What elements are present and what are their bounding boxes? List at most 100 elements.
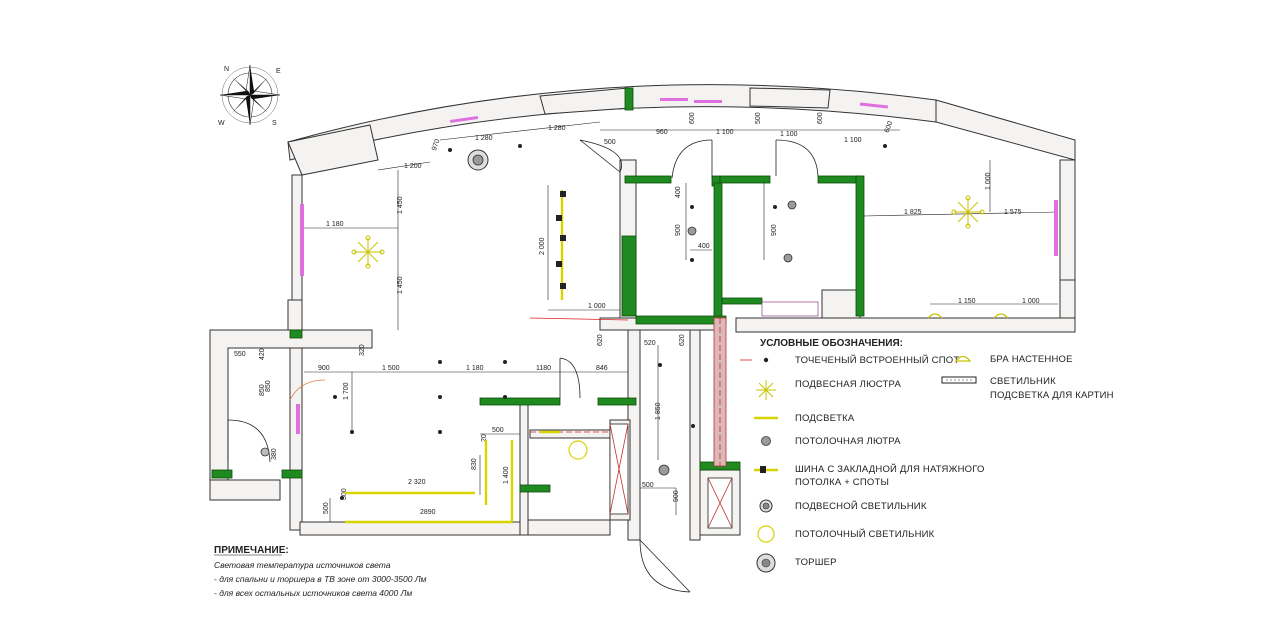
dimension-label: 500 bbox=[323, 502, 330, 514]
track-rail-icon bbox=[754, 466, 778, 473]
legend-item-label: БРА НАСТЕННОЕ bbox=[990, 354, 1073, 365]
wall-sconces bbox=[927, 313, 1009, 319]
legend-item-label: ШИНА С ЗАКЛАДНОЙ ДЛЯ НАТЯЖНОГО bbox=[795, 463, 985, 475]
dimension-label: 850 bbox=[259, 384, 266, 396]
compass-label-s: S bbox=[272, 120, 277, 127]
dimension-label: 846 bbox=[596, 365, 608, 372]
dimension-label: 2890 bbox=[420, 509, 436, 516]
dimension-label: 500 bbox=[604, 139, 616, 146]
wall-sconce-icon bbox=[954, 355, 972, 362]
ceiling-lamp-icon bbox=[757, 525, 775, 543]
dimension-label: 1 100 bbox=[844, 137, 862, 144]
dimension-label: 1 500 bbox=[382, 365, 400, 372]
compass-rose-icon: N E S W bbox=[218, 64, 281, 127]
dimension-label: 600 bbox=[689, 112, 696, 124]
legend-item-label-2: ПОДСВЕТКА ДЛЯ КАРТИН bbox=[990, 390, 1114, 401]
dimension-label: 1 850 bbox=[655, 402, 662, 420]
floor-lamp bbox=[260, 149, 489, 457]
dimension-label: 900 bbox=[771, 224, 778, 236]
dimension-label: 420 bbox=[259, 348, 266, 360]
note-line: Световая температура источников света bbox=[214, 560, 391, 570]
legend-item-label: ТОЧЕЧЕНЫЙ ВСТРОЕННЫЙ СПОТ bbox=[795, 354, 959, 366]
compass-label-e: E bbox=[276, 68, 281, 75]
note-line: - для всех остальных источников света 40… bbox=[214, 588, 412, 598]
dimension-label: 1 450 bbox=[397, 276, 404, 294]
ceiling-chandeliers bbox=[658, 200, 797, 476]
compass-label-n: N bbox=[224, 66, 229, 73]
compass-label-w: W bbox=[218, 120, 225, 127]
dimension-label: 300 bbox=[341, 488, 348, 500]
doors bbox=[227, 139, 819, 593]
legend-item-label: ПОТОЛОЧНАЯ ЛЮТРА bbox=[795, 436, 901, 447]
dimension-label: 1 000 bbox=[985, 172, 992, 190]
dimension-label: 900 bbox=[675, 224, 682, 236]
legend-title: УСЛОВНЫЕ ОБОЗНАЧЕНИЯ: bbox=[760, 338, 903, 349]
dimension-label: 830 bbox=[471, 458, 478, 470]
recessed-spot-icon bbox=[763, 357, 769, 363]
dimension-label: 1 100 bbox=[780, 131, 798, 138]
dimension-label: 1 825 bbox=[904, 209, 922, 216]
legend-item-label: ПОДВЕСНАЯ ЛЮСТРА bbox=[795, 379, 901, 390]
dimension-label: 380 bbox=[271, 448, 278, 460]
dimension-label: 960 bbox=[656, 129, 668, 136]
legend-item-label: ПОТОЛОЧНЫЙ СВЕТИЛЬНИК bbox=[795, 528, 935, 540]
dimension-labels: 1 280 1 280 970 500 960 600 1 100 500 1 … bbox=[234, 112, 1040, 516]
picture-lights bbox=[296, 98, 1058, 434]
picture-light-icon bbox=[941, 376, 977, 384]
dimension-label: 970 bbox=[431, 138, 442, 151]
dimension-label: 850 bbox=[265, 380, 272, 392]
led-strips bbox=[345, 190, 564, 524]
legend-item-label: ПОДСВЕТКА bbox=[795, 413, 855, 424]
note-block: ПРИМЕЧАНИЕ: Световая температура источни… bbox=[214, 545, 427, 598]
pendant-chandeliers bbox=[351, 195, 985, 269]
dimension-label: 1 000 bbox=[588, 303, 606, 310]
red-axis-lines bbox=[529, 317, 752, 467]
dimension-label: 550 bbox=[234, 351, 246, 358]
dimension-label: 1 450 bbox=[397, 196, 404, 214]
legend-item-label-2: ПОТОЛКА + СПОТЫ bbox=[795, 477, 889, 488]
dimension-label: 1 700 bbox=[343, 382, 350, 400]
dimension-label: 1 575 bbox=[1004, 209, 1022, 216]
dimension-label: 2 000 bbox=[539, 237, 546, 255]
dimension-label: 1 150 bbox=[958, 298, 976, 305]
dimension-label: 620 bbox=[679, 334, 686, 346]
legend: УСЛОВНЫЕ ОБОЗНАЧЕНИЯ: ТОЧЕЧЕНЫЙ ВСТРОЕНН… bbox=[754, 338, 1114, 573]
dimension-label: 2 320 bbox=[408, 479, 426, 486]
note-line: - для спальни и торшера в ТВ зоне от 300… bbox=[214, 574, 427, 584]
ceiling-chandelier-icon bbox=[761, 436, 771, 446]
floor-lamp-icon bbox=[756, 553, 776, 573]
dimension-label: 1 180 bbox=[326, 221, 344, 228]
pendant-lamp-icon bbox=[759, 499, 773, 513]
legend-item-label: ТОРШЕР bbox=[795, 557, 837, 568]
dimension-lines bbox=[304, 121, 1059, 522]
dimension-label: 1 400 bbox=[503, 466, 510, 484]
track-rail-spots bbox=[556, 191, 566, 289]
dimension-label: 500 bbox=[755, 112, 762, 124]
dimension-label: 1 200 bbox=[404, 163, 422, 170]
dimension-label: 1 280 bbox=[548, 125, 566, 132]
dimension-label: 620 bbox=[597, 334, 604, 346]
dimension-label: 1 000 bbox=[1022, 298, 1040, 305]
ceiling-lamp bbox=[568, 440, 588, 460]
dimension-label: 900 bbox=[318, 365, 330, 372]
dimension-label: 1 180 bbox=[466, 365, 484, 372]
pendant-chandelier-icon bbox=[756, 380, 776, 400]
dimension-label: 500 bbox=[642, 482, 654, 489]
dimension-label: 520 bbox=[644, 340, 656, 347]
dimension-label: 600 bbox=[817, 112, 824, 124]
recessed-spots bbox=[333, 144, 887, 500]
legend-item-label: ПОДВЕСНОЙ СВЕТИЛЬНИК bbox=[795, 500, 927, 512]
dimension-label: 1 100 bbox=[716, 129, 734, 136]
dimension-label: 1180 bbox=[536, 365, 551, 372]
dimension-label: 20 bbox=[481, 434, 488, 442]
dimension-label: 400 bbox=[675, 186, 682, 198]
dimension-label: 500 bbox=[492, 427, 504, 434]
dimension-label: 1 280 bbox=[475, 135, 493, 142]
dimension-label: 600 bbox=[884, 120, 895, 133]
note-title: ПРИМЕЧАНИЕ: bbox=[214, 545, 289, 556]
dimension-label: 900 bbox=[673, 490, 680, 502]
dimension-label: 320 bbox=[359, 344, 366, 356]
dimension-label: 400 bbox=[698, 243, 710, 250]
walls bbox=[209, 84, 1076, 541]
